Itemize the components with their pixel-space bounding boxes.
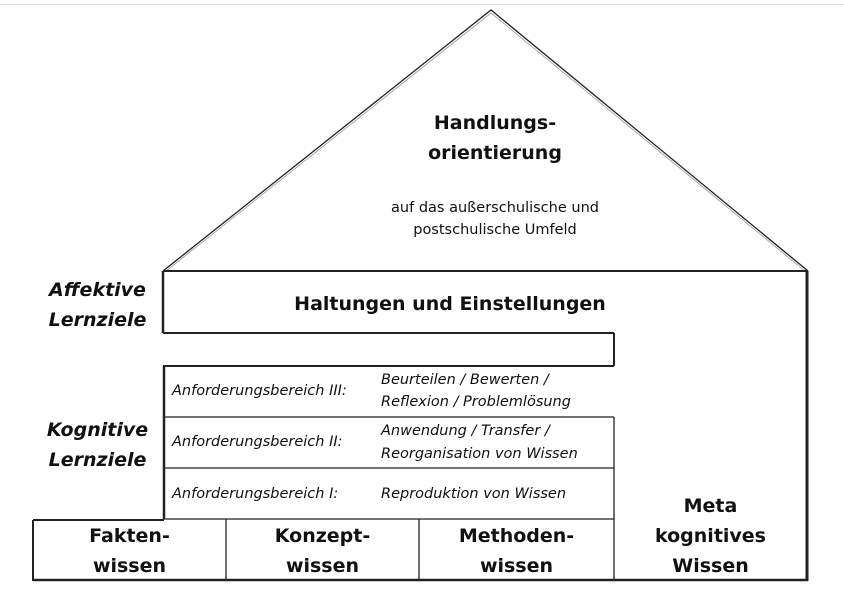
- top-border: [0, 0, 844, 5]
- kognitive-lernziele-label: Kognitive Lernziele: [46, 419, 149, 471]
- roof-line: [162, 9, 809, 272]
- faktenwissen-cell: Fakten- wissen: [89, 525, 170, 577]
- metakognitives-wissen-cell: Meta kognitives Wissen: [655, 495, 766, 577]
- roof-subtitle: auf das außerschulische und postschulisc…: [391, 200, 599, 238]
- konzeptwissen-cell: Konzept- wissen: [274, 525, 371, 577]
- haltungen-box: Haltungen und Einstellungen: [294, 293, 606, 315]
- methodenwissen-cell: Methoden- wissen: [458, 525, 575, 577]
- roof-title: Handlungs- orientierung: [428, 112, 562, 164]
- affektive-lernziele-label: Affektive Lernziele: [48, 279, 147, 331]
- roof-inner-line: [165, 12, 806, 272]
